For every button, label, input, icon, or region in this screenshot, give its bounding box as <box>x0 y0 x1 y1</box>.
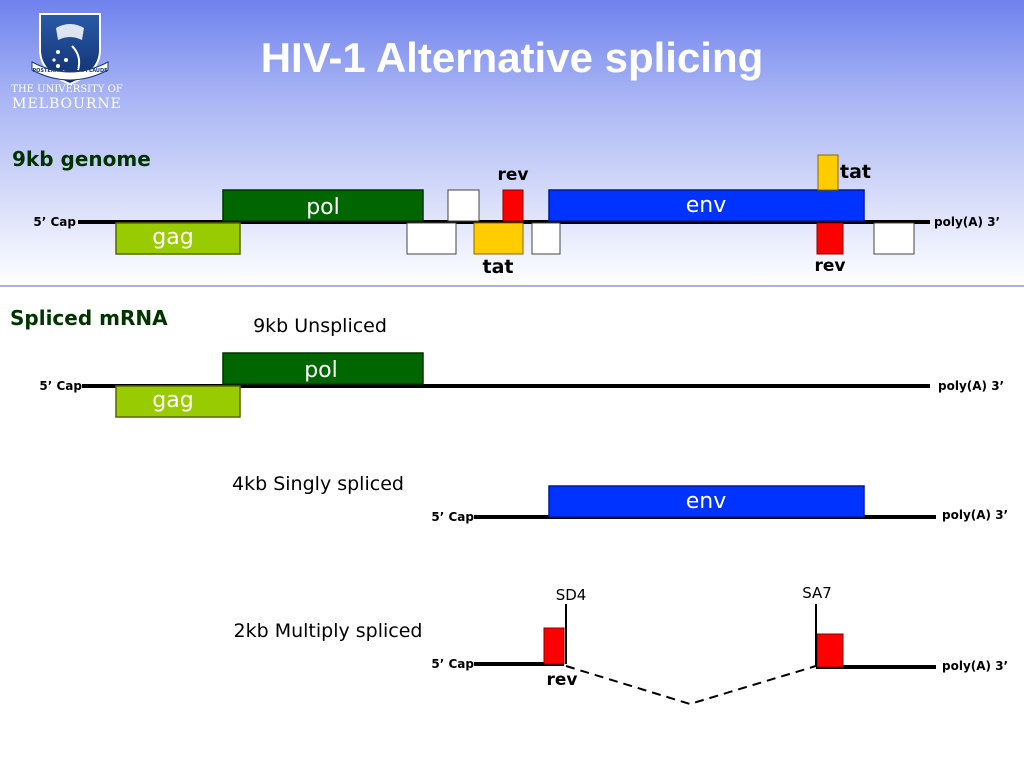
shield-icon <box>39 13 101 86</box>
singly-env <box>548 485 865 518</box>
singly-env-label: env <box>686 489 727 514</box>
unspliced-transcript: 9kb Unspliced 5’ Cap poly(A) 3’ pol gag <box>39 315 1004 418</box>
singly-cap-label: 5’ Cap <box>431 510 474 524</box>
logo-line1: THE UNIVERSITY OF <box>11 84 122 95</box>
star-icon <box>52 58 56 62</box>
motto-ribbon <box>31 61 109 81</box>
multiply-spliced-transcript: 2kb Multiply spliced 5’ Cap poly(A) 3’ S… <box>234 584 1008 706</box>
rev-exon2 <box>816 222 844 255</box>
genome-cap-label: 5’ Cap <box>33 215 76 229</box>
unspliced-gag <box>115 385 241 418</box>
multiply-cap-label: 5’ Cap <box>431 657 474 671</box>
orf-box <box>406 222 457 255</box>
rev-top-label: rev <box>498 165 529 185</box>
logo-line2: MELBOURNE <box>12 96 122 112</box>
page-title: HIV-1 Alternative splicing <box>261 34 764 81</box>
gag-gene <box>115 222 241 255</box>
unspliced-pol <box>222 352 424 385</box>
unspliced-cap-label: 5’ Cap <box>39 379 82 393</box>
star-icon <box>64 58 68 62</box>
genome-heading: 9kb genome <box>12 147 151 171</box>
multiply-rev-label: rev <box>547 670 578 690</box>
pol-label: pol <box>306 195 340 220</box>
figure-icon <box>71 45 81 71</box>
multiply-rev-exon1 <box>543 627 565 665</box>
tat-exon2 <box>817 154 839 191</box>
gag-label: gag <box>152 225 193 250</box>
unspliced-pol-label: pol <box>304 358 338 383</box>
singly-polya-label: poly(A) 3’ <box>942 508 1008 522</box>
tat-exon1 <box>473 222 524 255</box>
genome-panel: 9kb genome 5’ Cap poly(A) 3’ pol rev env… <box>12 147 1000 278</box>
multiply-rev-exon2 <box>816 633 844 668</box>
rev-bottom-label: rev <box>815 256 846 276</box>
university-logo: POSTERA CRESCAM LAUDE THE UNIVERSITY OF … <box>11 13 123 112</box>
star-icon <box>56 50 60 54</box>
env-gene <box>548 189 865 222</box>
tat-bottom-label: tat <box>483 256 514 278</box>
singly-label: 4kb Singly spliced <box>232 473 404 495</box>
orf-box <box>447 189 480 222</box>
figure-icon <box>56 24 84 40</box>
sa7-label: SA7 <box>802 584 832 602</box>
genome-polya-label: poly(A) 3’ <box>934 215 1000 229</box>
motto-text: POSTERA CRESCAM LAUDE <box>32 68 108 74</box>
rev-exon1 <box>502 189 524 222</box>
singly-spliced-transcript: 4kb Singly spliced 5’ Cap poly(A) 3’ env <box>232 473 1008 524</box>
splice-junction-dashed <box>565 665 817 706</box>
multiply-label: 2kb Multiply spliced <box>234 620 423 642</box>
unspliced-polya-label: poly(A) 3’ <box>938 379 1004 393</box>
tat-top-label: tat <box>840 161 871 183</box>
orf-box <box>531 222 561 255</box>
orf-box <box>873 222 915 255</box>
spliced-heading: Spliced mRNA <box>10 306 168 330</box>
star-icon <box>56 64 60 68</box>
pol-gene <box>222 189 424 222</box>
unspliced-gag-label: gag <box>152 388 193 413</box>
unspliced-label: 9kb Unspliced <box>253 315 387 337</box>
sd4-label: SD4 <box>556 586 587 604</box>
env-label: env <box>686 193 727 218</box>
multiply-polya-label: poly(A) 3’ <box>942 659 1008 673</box>
